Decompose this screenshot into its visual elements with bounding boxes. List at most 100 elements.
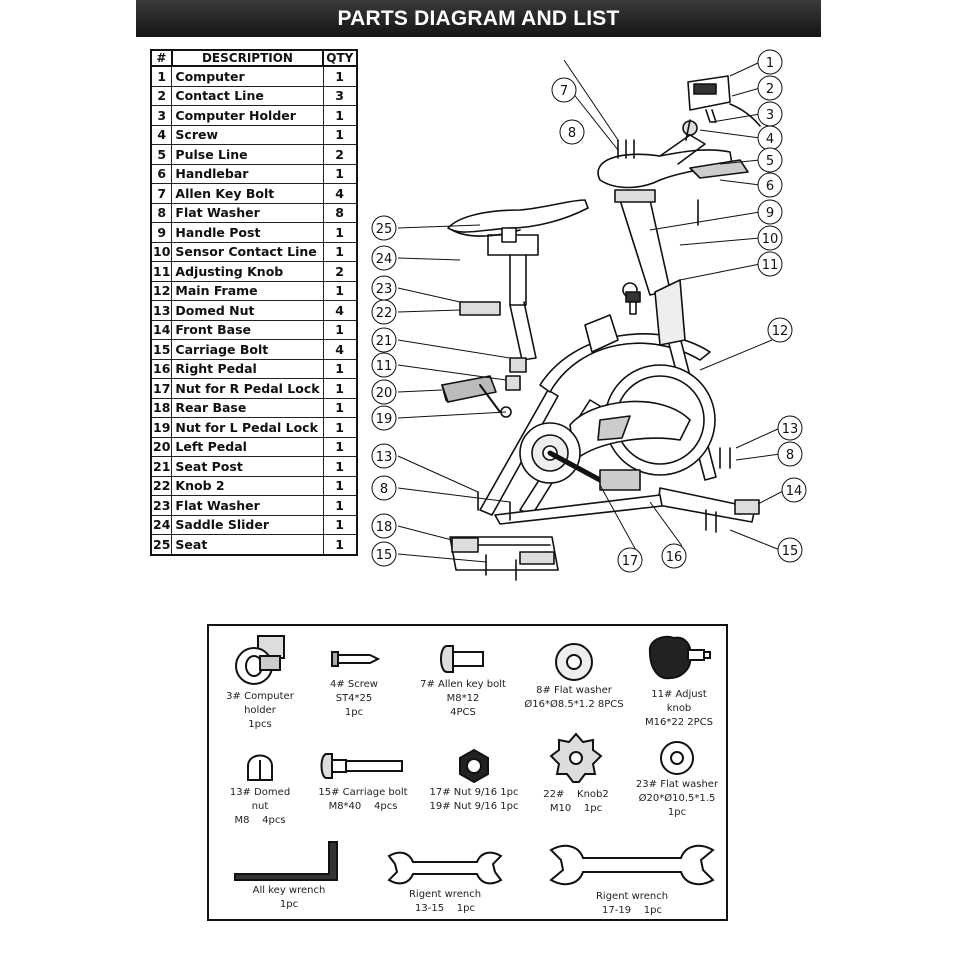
part-qty: 1 bbox=[322, 319, 358, 340]
part-qty: 1 bbox=[322, 124, 358, 145]
part-number: 22 bbox=[150, 475, 173, 496]
page-title: PARTS DIAGRAM AND LIST bbox=[136, 0, 821, 37]
callout-number: 4 bbox=[766, 132, 774, 147]
part-number: 7 bbox=[150, 183, 173, 204]
callout-circle bbox=[371, 443, 397, 469]
part-description: Contact Line bbox=[171, 85, 324, 106]
flat-washer-icon bbox=[555, 643, 593, 681]
crank-drawing bbox=[519, 422, 641, 491]
part-number: 21 bbox=[150, 456, 173, 477]
part-description: Domed Nut bbox=[171, 300, 324, 321]
part-description: Saddle Slider bbox=[171, 514, 324, 535]
part-qty: 1 bbox=[322, 65, 358, 87]
callout-number: 25 bbox=[376, 222, 393, 237]
part-number: 1 bbox=[150, 65, 173, 87]
part-description: Seat Post bbox=[171, 456, 324, 477]
part-number: 10 bbox=[150, 241, 173, 262]
part-description: Computer Holder bbox=[171, 105, 324, 126]
callout-circle bbox=[371, 299, 397, 325]
part-qty: 1 bbox=[322, 163, 358, 184]
part-number: 5 bbox=[150, 144, 173, 165]
callout-number: 18 bbox=[376, 520, 393, 535]
part-qty: 1 bbox=[322, 358, 358, 379]
header-description: DESCRIPTION bbox=[170, 49, 325, 67]
part-number: 23 bbox=[150, 495, 173, 516]
callout-circle bbox=[767, 317, 793, 343]
callout-number: 3 bbox=[766, 108, 774, 123]
part-description: Flat Washer bbox=[171, 495, 324, 516]
callout-circle bbox=[371, 352, 397, 378]
part-number: 2 bbox=[150, 85, 173, 106]
callout-number: 13 bbox=[376, 450, 393, 465]
front-base-drawing bbox=[657, 487, 760, 523]
callout-number: 7 bbox=[560, 84, 568, 99]
part-qty: 8 bbox=[322, 202, 358, 223]
callout-circle bbox=[371, 215, 397, 241]
callout-number: 2 bbox=[766, 82, 774, 97]
callout-number: 5 bbox=[766, 154, 774, 169]
part-number: 18 bbox=[150, 397, 173, 418]
adjust-knob-drawing bbox=[625, 291, 641, 315]
part-number: 15 bbox=[150, 339, 173, 360]
seat-post-drawing bbox=[459, 234, 539, 391]
callout-number: 15 bbox=[376, 548, 393, 563]
callout-number: 13 bbox=[782, 422, 799, 437]
part-number: 9 bbox=[150, 222, 173, 243]
callout-number: 8 bbox=[568, 126, 576, 141]
callout-circle bbox=[371, 379, 397, 405]
callout-circle bbox=[757, 49, 783, 75]
part-description: Nut for L Pedal Lock bbox=[171, 417, 324, 438]
part-qty: 1 bbox=[322, 417, 358, 438]
callout-number: 16 bbox=[666, 550, 683, 565]
small-washer-icon bbox=[660, 741, 694, 775]
callout-number: 11 bbox=[762, 258, 779, 273]
callout-circle bbox=[371, 513, 397, 539]
callout-number: 9 bbox=[766, 206, 774, 221]
callout-number: 1 bbox=[766, 56, 774, 71]
small-bolts-drawing bbox=[477, 119, 731, 581]
callout-circle bbox=[371, 541, 397, 567]
computer-holder-icon bbox=[235, 635, 285, 685]
callout-number: 21 bbox=[376, 334, 393, 349]
part-qty: 1 bbox=[322, 534, 358, 555]
part-number: 19 bbox=[150, 417, 173, 438]
part-qty: 3 bbox=[322, 85, 358, 106]
part-qty: 1 bbox=[322, 241, 358, 262]
callout-circle bbox=[757, 199, 783, 225]
callout-circle bbox=[757, 251, 783, 277]
part-qty: 1 bbox=[322, 436, 358, 457]
part-description: Knob 2 bbox=[171, 475, 324, 496]
part-qty: 1 bbox=[322, 280, 358, 301]
callout-number: 22 bbox=[376, 306, 393, 321]
part-description: Handle Post bbox=[171, 222, 324, 243]
allen-bolt-icon bbox=[440, 645, 484, 673]
part-number: 24 bbox=[150, 514, 173, 535]
callout-circle bbox=[371, 327, 397, 353]
callout-circle bbox=[781, 477, 807, 503]
callout-number: 24 bbox=[376, 252, 393, 267]
knob2-icon bbox=[549, 732, 603, 783]
part-number: 12 bbox=[150, 280, 173, 301]
computer-drawing bbox=[682, 75, 761, 136]
part-description: Flat Washer bbox=[171, 202, 324, 223]
part-description: Allen Key Bolt bbox=[171, 183, 324, 204]
callout-circle bbox=[371, 405, 397, 431]
left-pedal-drawing bbox=[441, 375, 512, 418]
